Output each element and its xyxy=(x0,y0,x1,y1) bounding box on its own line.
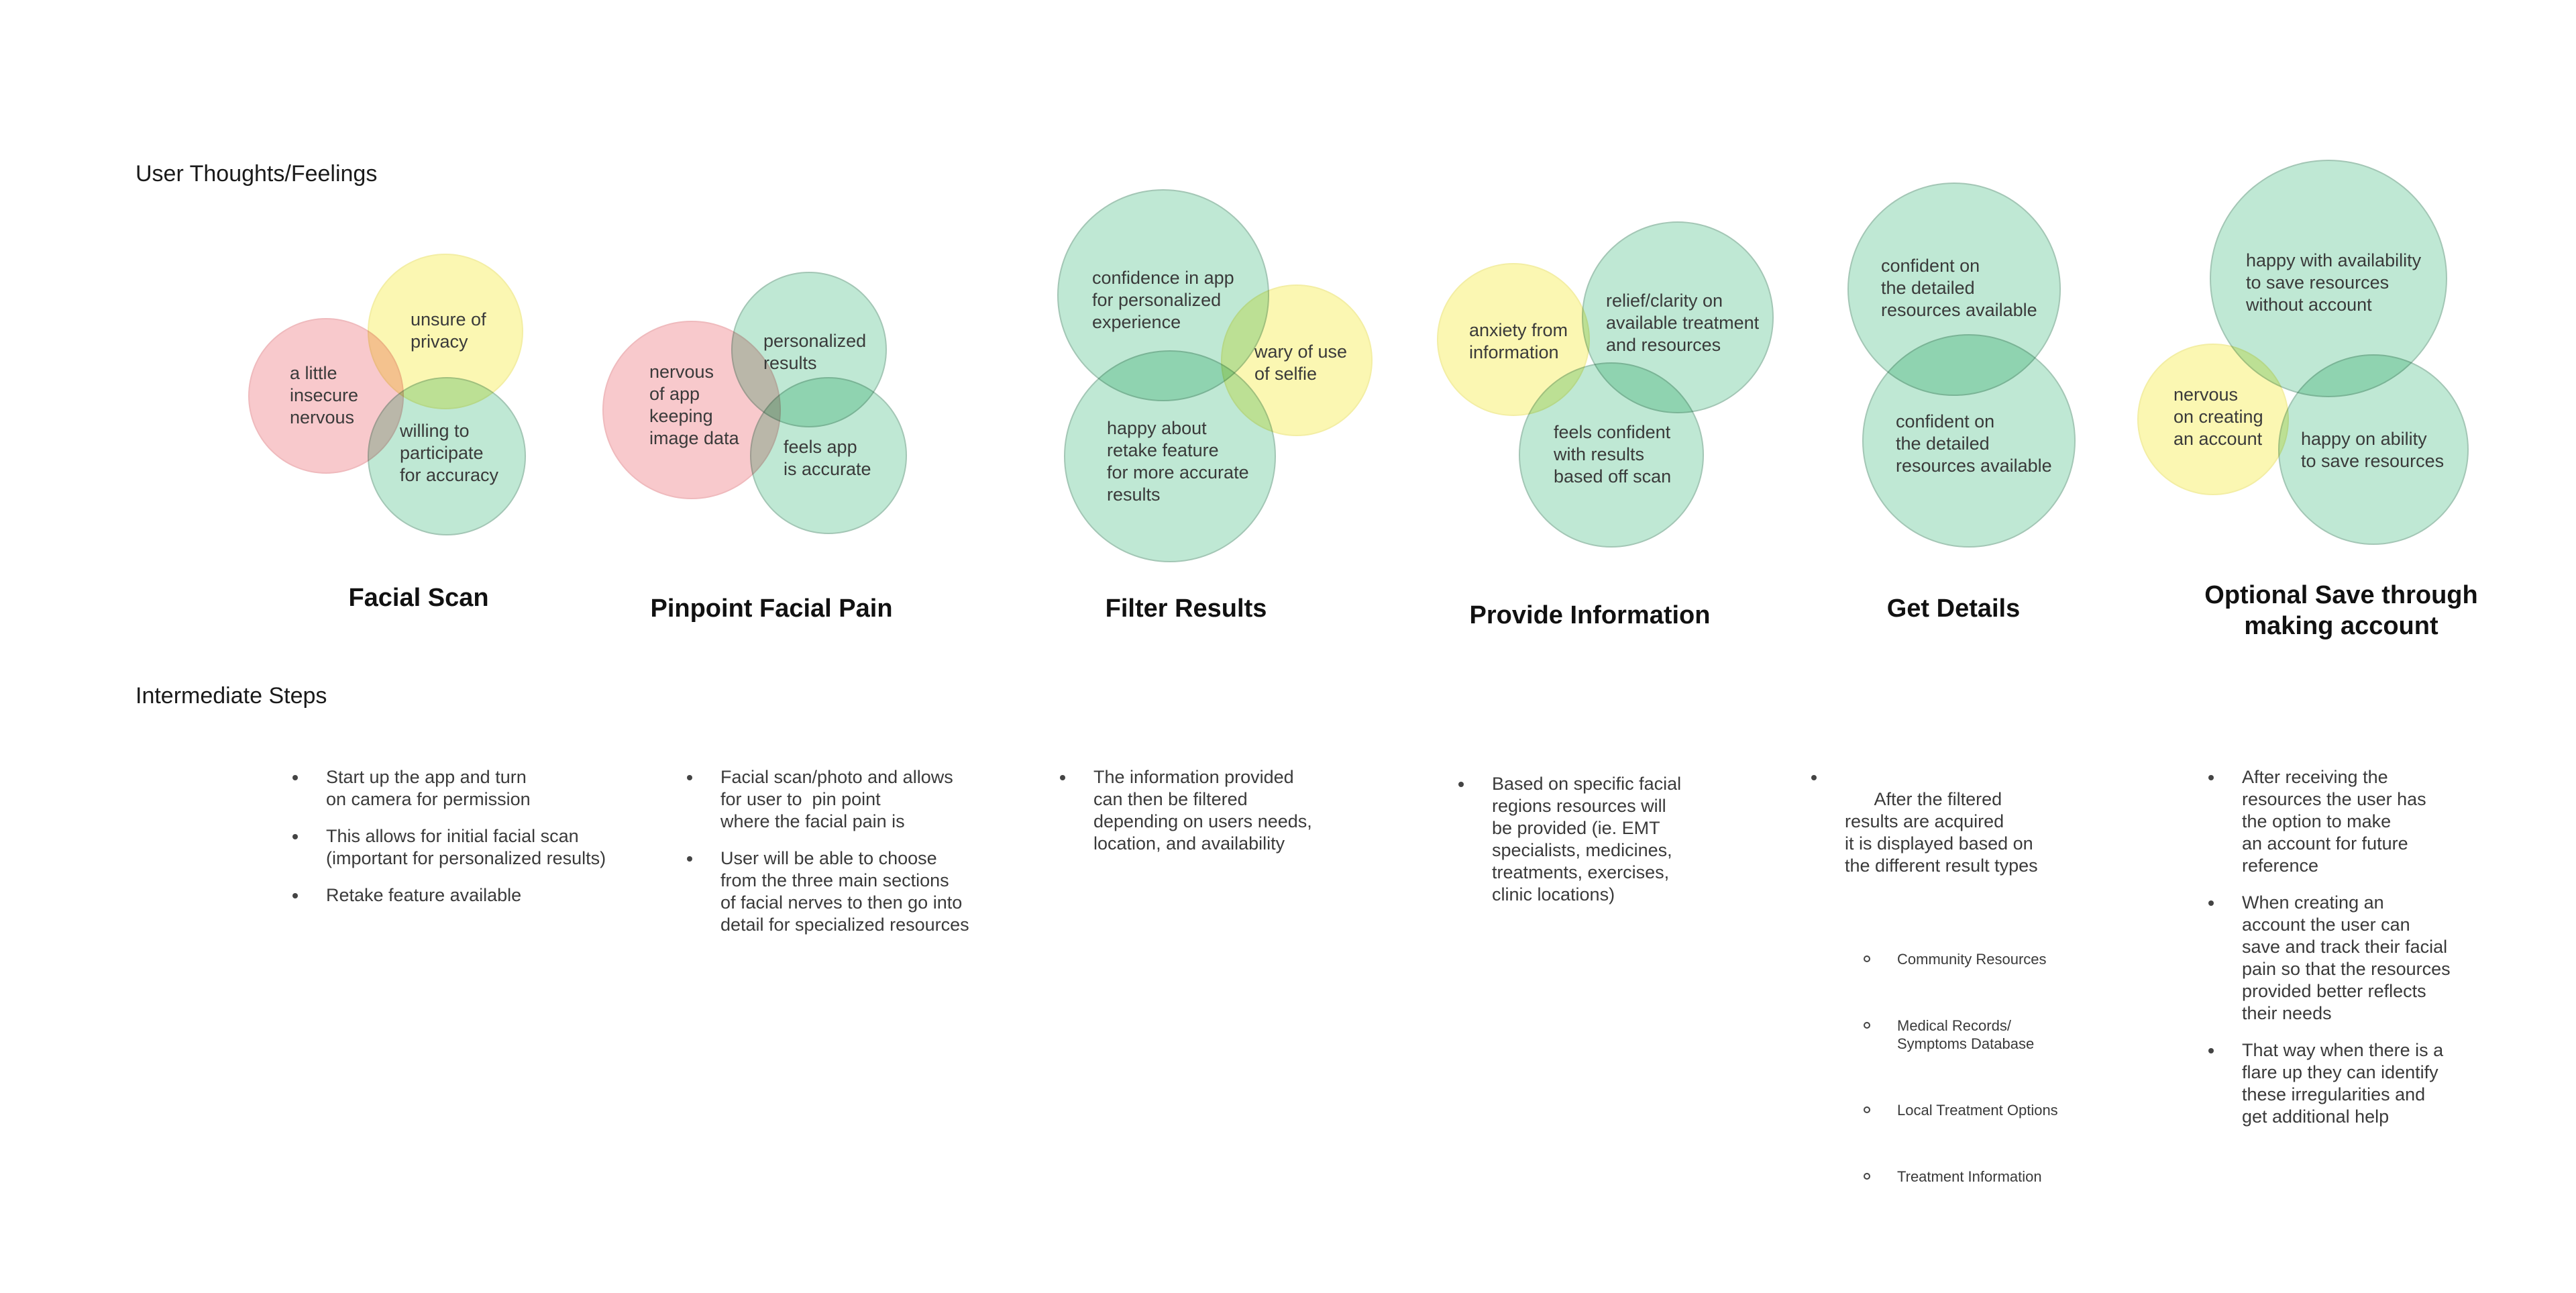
feeling-circle-positive xyxy=(2278,354,2469,545)
section-label-thoughts: User Thoughts/Feelings xyxy=(136,161,378,187)
stage-title: Filter Results xyxy=(1105,594,1267,623)
feeling-text: relief/clarity on available treatment an… xyxy=(1606,291,1760,355)
step-item: Facial scan/photo and allows for user to… xyxy=(684,766,969,833)
feeling-text: happy on ability to save resources xyxy=(2301,429,2445,471)
result-types-list: Community Resources Medical Records/ Sym… xyxy=(1845,914,2058,1234)
feeling-text: anxiety from information xyxy=(1469,320,1568,362)
sub-step-item: Local Treatment Options xyxy=(1845,1101,2058,1119)
steps-list: Start up the app and turn on camera for … xyxy=(290,766,606,921)
feeling-circle-positive xyxy=(1862,334,2076,548)
feeling-text: happy about retake feature for more accu… xyxy=(1107,418,1249,505)
stage-title: Pinpoint Facial Pain xyxy=(650,594,893,623)
sub-step-item: Treatment Information xyxy=(1845,1168,2058,1186)
step-item: That way when there is a flare up they c… xyxy=(2206,1039,2451,1128)
feeling-circle-positive xyxy=(750,377,907,534)
feeling-circle-positive xyxy=(1519,362,1704,548)
feeling-text: willing to participate for accuracy xyxy=(400,421,499,485)
feeling-text: nervous on creating an account xyxy=(2174,384,2263,449)
feeling-text: confidence in app for personalized exper… xyxy=(1092,268,1234,332)
stage-title: Provide Information xyxy=(1469,601,1711,629)
sub-step-item: Community Resources xyxy=(1845,950,2058,968)
step-item: After receiving the resources the user h… xyxy=(2206,766,2451,877)
feeling-text: unsure of privacy xyxy=(411,309,486,352)
step-item: After the filtered results are acquired … xyxy=(1809,766,2058,1278)
stage-title: Facial Scan xyxy=(348,584,489,612)
feeling-text: confident on the detailed resources avai… xyxy=(1881,256,2037,320)
sub-step-item: Medical Records/ Symptoms Database xyxy=(1845,1017,2058,1053)
step-item: Retake feature available xyxy=(290,884,606,907)
stage-title: Optional Save through making account xyxy=(2204,581,2478,640)
steps-list: The information provided can then be fil… xyxy=(1057,766,1312,870)
steps-list: Facial scan/photo and allows for user to… xyxy=(684,766,969,951)
feeling-text: feels app is accurate xyxy=(784,437,871,479)
feeling-text: feels confident with results based off s… xyxy=(1554,422,1672,486)
steps-list: After receiving the resources the user h… xyxy=(2206,766,2451,1143)
step-item: This allows for initial facial scan (imp… xyxy=(290,825,606,870)
steps-list: Based on specific facial regions resourc… xyxy=(1456,773,1681,921)
step-item-text: After the filtered results are acquired … xyxy=(1845,789,2038,876)
steps-list: After the filtered results are acquired … xyxy=(1809,766,2058,1293)
step-item: Start up the app and turn on camera for … xyxy=(290,766,606,811)
feeling-text: nervous of app keeping image data xyxy=(649,362,739,448)
feeling-text: a little insecure nervous xyxy=(290,363,359,427)
step-item: Based on specific facial regions resourc… xyxy=(1456,773,1681,906)
step-item: When creating an account the user can sa… xyxy=(2206,892,2451,1025)
step-item: User will be able to choose from the thr… xyxy=(684,847,969,936)
step-item: The information provided can then be fil… xyxy=(1057,766,1312,855)
section-label-steps: Intermediate Steps xyxy=(136,683,327,709)
feeling-circle-positive xyxy=(368,377,526,535)
feeling-text: personalized results xyxy=(763,331,867,373)
stage-title: Get Details xyxy=(1886,594,2021,623)
feeling-text: confident on the detailed resources avai… xyxy=(1896,411,2052,476)
feeling-circle-positive xyxy=(2210,160,2447,397)
feeling-text: wary of use of selfie xyxy=(1254,342,1348,384)
feeling-circle-positive xyxy=(1064,350,1276,562)
feeling-text: happy with availability to save resource… xyxy=(2246,250,2422,315)
